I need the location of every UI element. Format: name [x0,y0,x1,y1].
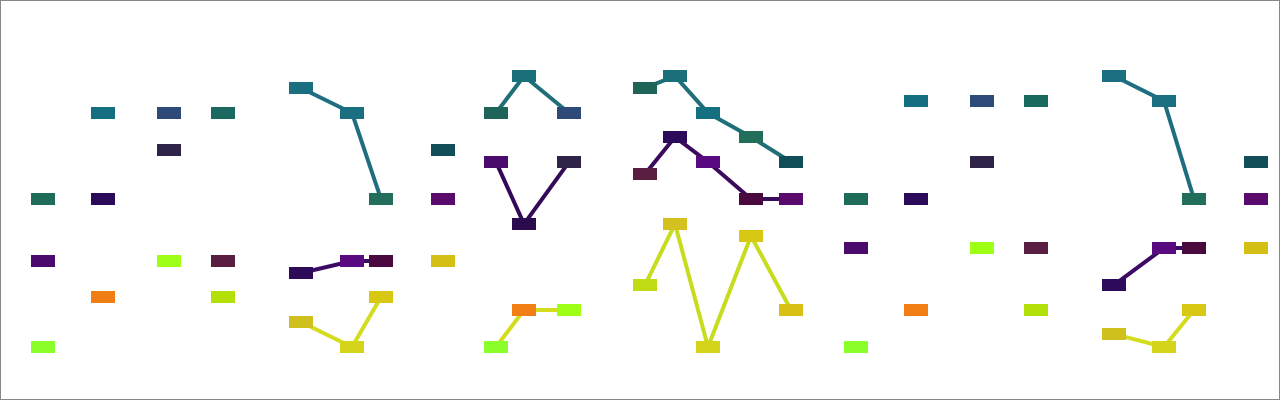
panel-4-series-2-marker-1 [633,168,657,180]
panel-4-series-2-marker-2 [663,131,687,143]
panel-5-marker-9 [970,242,994,254]
panel-6-series-2-marker-2 [1152,242,1176,254]
panel-2-series-2-marker-3 [369,255,393,267]
panel-4-series-3-marker-1 [633,279,657,291]
panel-2-series-1-line [300,86,383,200]
panel-4-series-3-line [643,218,793,354]
panel-3-series-2-line [494,160,571,228]
panel-3-series-2-marker-3 [557,156,581,168]
panel-4-series-2-marker-3 [696,156,720,168]
panel-1-marker-4 [91,107,115,119]
panel-4-series-1-marker-4 [739,131,763,143]
panel-3-series-3-marker-1 [484,341,508,353]
panel-1-marker-8 [157,144,181,156]
panel-1-marker-10 [211,107,235,119]
panel-5-marker-7 [970,95,994,107]
panel-1-marker-5 [91,193,115,205]
panel-6-series-1-marker-3 [1182,193,1206,205]
panel-5-marker-6 [904,304,928,316]
panel-2-series-3-marker-2 [340,341,364,353]
panel-2-series-2-marker-2 [340,255,364,267]
panel-6-series-1-marker-2 [1152,95,1176,107]
panel-3-series-3-marker-3 [557,304,581,316]
panel-5-marker-4 [904,95,928,107]
panel-2-series-1-marker-1 [289,82,313,94]
panel-2-series-1-marker-2 [340,107,364,119]
panel-5-marker-8 [970,156,994,168]
panel-3-series-1-marker-1 [484,107,508,119]
panel-6-series-2-marker-1 [1102,279,1126,291]
panel-6-series-1-marker-1 [1102,70,1126,82]
panel-1-marker-9 [157,255,181,267]
panel-2-side-marker-2 [431,193,455,205]
panel-6-series-2-marker-3 [1182,242,1206,254]
panel-5-marker-11 [1024,242,1048,254]
panel-6-series-3-marker-2 [1152,341,1176,353]
panel-1-marker-3 [31,341,55,353]
panel-6-side-marker-3 [1244,242,1268,254]
panel-1-marker-1 [31,193,55,205]
panel-1-marker-12 [211,291,235,303]
panel-3-series-2-marker-2 [512,218,536,230]
panel-4-series-3-marker-2 [663,218,687,230]
panel-4-series-1-marker-2 [663,70,687,82]
panel-1-marker-6 [91,291,115,303]
panel-2-series-2-marker-1 [289,267,313,279]
panel-6-series-1-line [1113,74,1196,200]
panel-4-series-1-marker-1 [633,82,657,94]
panel-5-marker-2 [844,242,868,254]
panel-4-series-3-marker-4 [739,230,763,242]
panel-2-side-marker-1 [431,144,455,156]
panel-4-series-3-marker-5 [779,304,803,316]
panel-6-side-marker-1 [1244,156,1268,168]
panel-5-marker-5 [904,193,928,205]
panel-6-side-marker-2 [1244,193,1268,205]
panel-2-series-1-marker-3 [369,193,393,205]
panel-3-series-1-marker-3 [557,107,581,119]
panel-2-series-3-marker-1 [289,316,313,328]
panel-4-series-1-marker-5 [779,156,803,168]
panel-2-side-marker-3 [431,255,455,267]
panel-2-series-3-marker-3 [369,291,393,303]
panel-4-series-2-marker-4 [739,193,763,205]
panel-1-marker-7 [157,107,181,119]
panel-1-marker-2 [31,255,55,267]
panel-6-series-3-marker-1 [1102,328,1126,340]
panel-1-marker-11 [211,255,235,267]
panel-4-series-3-marker-3 [696,341,720,353]
panel-3-series-3-marker-2 [512,304,536,316]
panel-6-series-3-marker-3 [1182,304,1206,316]
panel-4-series-1-marker-3 [696,107,720,119]
panel-3-series-1-marker-2 [512,70,536,82]
panel-5-marker-10 [1024,95,1048,107]
panel-4-series-2-marker-5 [779,193,803,205]
panel-5-marker-3 [844,341,868,353]
panel-5-marker-1 [844,193,868,205]
panel-5-marker-12 [1024,304,1048,316]
panel-3-series-2-marker-1 [484,156,508,168]
